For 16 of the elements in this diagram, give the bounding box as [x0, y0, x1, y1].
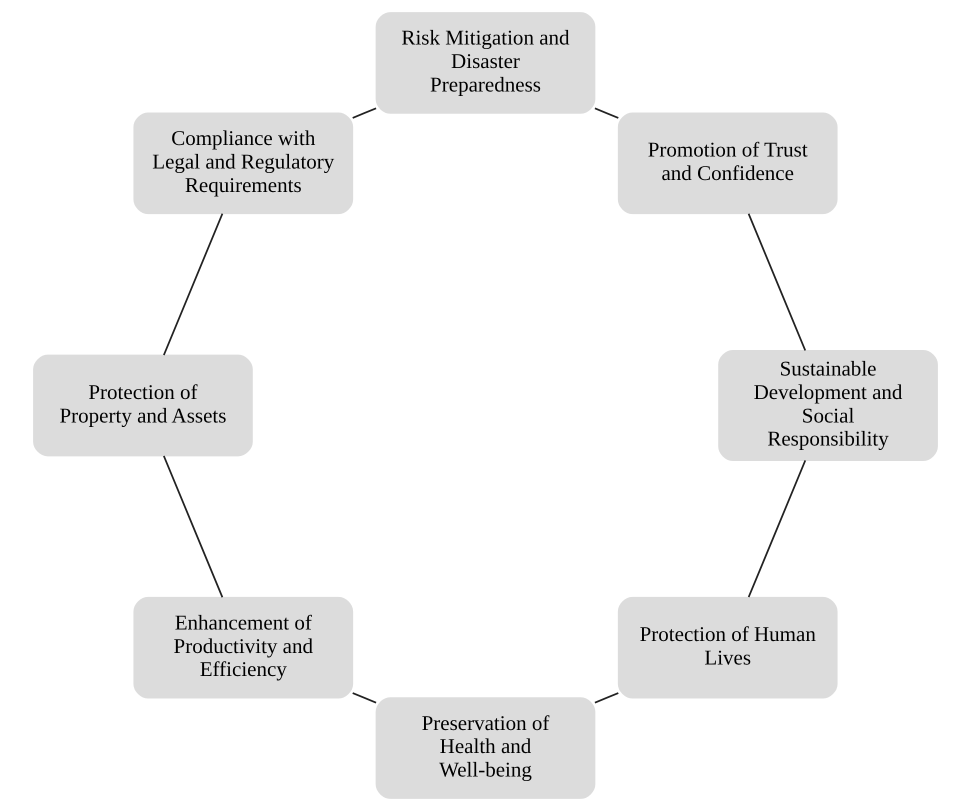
node-box: Enhancement of Productivity and Efficiency — [133, 596, 354, 699]
node-box: Risk Mitigation and Disaster Preparedness — [376, 12, 596, 114]
node-box: Protection of Property and Assets — [33, 354, 253, 456]
connector — [163, 456, 224, 598]
connector — [352, 107, 376, 119]
connector — [594, 692, 619, 704]
connector — [163, 213, 224, 356]
node-box: Preservation of Health and Well-being — [376, 697, 596, 799]
connector — [748, 460, 806, 598]
node-box: Sustainable Development and Social Responsibility — [718, 350, 938, 462]
node-box: Promotion of Trust and Confidence — [618, 112, 838, 214]
node-box: Compliance with Legal and Regulatory Requirements — [133, 112, 354, 214]
node-box: Protection of Human Lives — [618, 596, 838, 699]
connector — [352, 692, 376, 704]
connector — [748, 213, 806, 351]
connector — [594, 107, 619, 119]
